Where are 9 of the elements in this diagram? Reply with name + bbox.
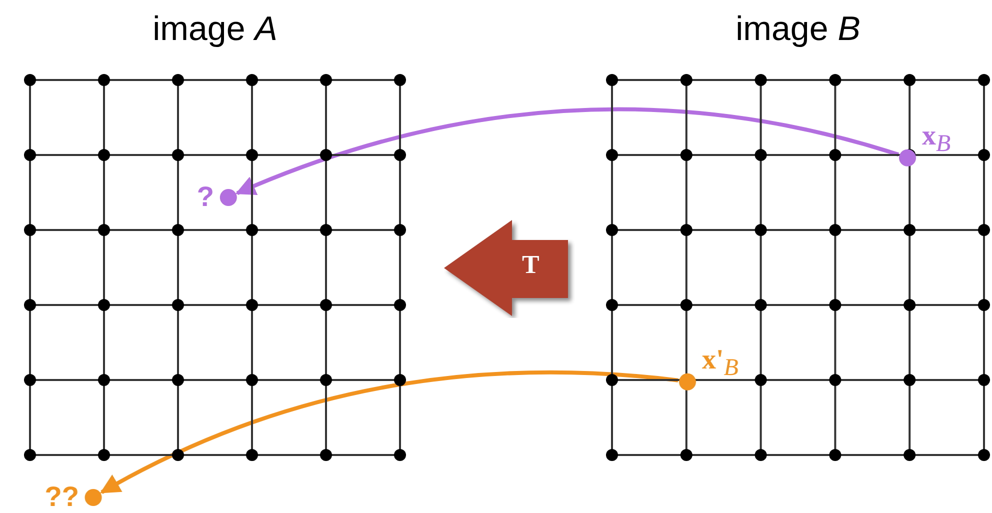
point-label: ? [196, 181, 214, 213]
point-label: x'$_{B}$ [702, 344, 738, 382]
image-title: image A [152, 10, 278, 49]
curved-arrow [100, 370, 678, 494]
image-title: image B [734, 10, 862, 49]
point-label: ?? [44, 481, 79, 513]
point-label: x$_{B}$ [922, 120, 951, 158]
arrow-label: T [522, 250, 540, 280]
curved-arrow [235, 107, 900, 196]
